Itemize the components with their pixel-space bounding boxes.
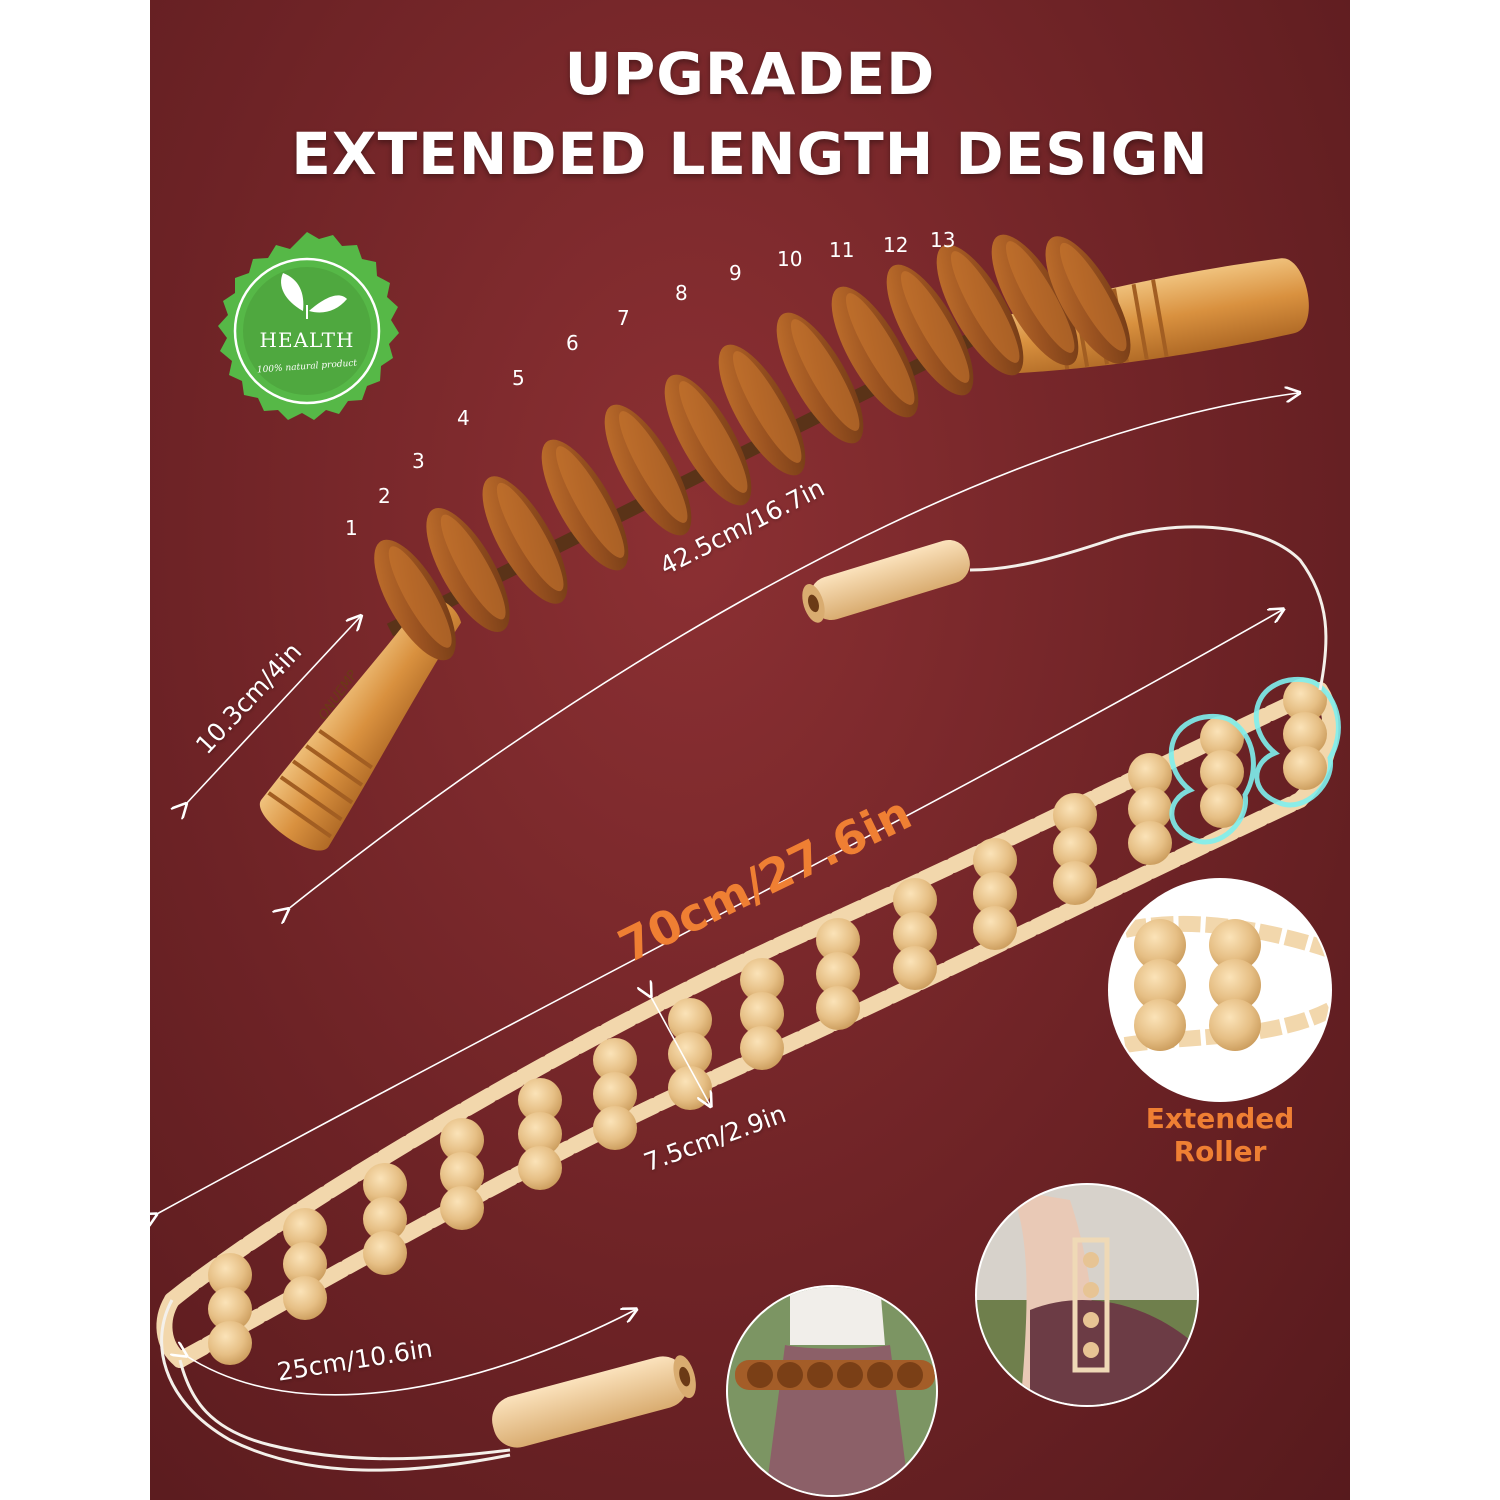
product-illustration bbox=[150, 232, 1341, 1497]
roller-number-2: 2 bbox=[378, 484, 391, 508]
extended-roller-detail-photo bbox=[1108, 878, 1332, 1102]
belt-handle-bottom bbox=[492, 1355, 696, 1448]
product-infographic: UPGRADED EXTENDED LENGTH DESIGN bbox=[150, 0, 1350, 1500]
roller-number-12: 12 bbox=[883, 233, 909, 257]
extended-roller-text: Extended Roller bbox=[1145, 1102, 1295, 1168]
health-badge-seal bbox=[218, 232, 399, 420]
extended-roller-label: Extended Roller bbox=[1130, 1102, 1310, 1168]
roller-number-11: 11 bbox=[829, 238, 855, 262]
headline-line-2: EXTENDED LENGTH DESIGN bbox=[291, 120, 1209, 188]
belt-rope-bottom bbox=[178, 1359, 511, 1461]
leg-rope-use-photo bbox=[975, 1183, 1199, 1407]
roller-number-13: 13 bbox=[930, 228, 956, 252]
badge-label: HEALTH bbox=[259, 328, 355, 352]
roller-number-8: 8 bbox=[675, 281, 688, 305]
belt-handle-top bbox=[802, 539, 970, 623]
badge-subtext: 100% natural product bbox=[256, 358, 358, 376]
belt-rope-top bbox=[969, 525, 1328, 691]
roller-number-5: 5 bbox=[512, 366, 525, 390]
roller-number-10: 10 bbox=[777, 247, 803, 271]
roller-number-9: 9 bbox=[729, 261, 742, 285]
leaf-icon bbox=[281, 273, 304, 311]
headline-line-1: UPGRADED bbox=[564, 40, 936, 108]
roller-number-3: 3 bbox=[412, 449, 425, 473]
health-badge: HEALTH 100% natural product bbox=[208, 232, 406, 430]
dimension-arrows bbox=[155, 393, 1298, 1396]
roller-number-6: 6 bbox=[566, 331, 579, 355]
roller-number-1: 1 bbox=[345, 516, 358, 540]
waist-roller-use-photo bbox=[726, 1285, 938, 1497]
roller-number-4: 4 bbox=[457, 406, 470, 430]
roller-number-7: 7 bbox=[617, 306, 630, 330]
